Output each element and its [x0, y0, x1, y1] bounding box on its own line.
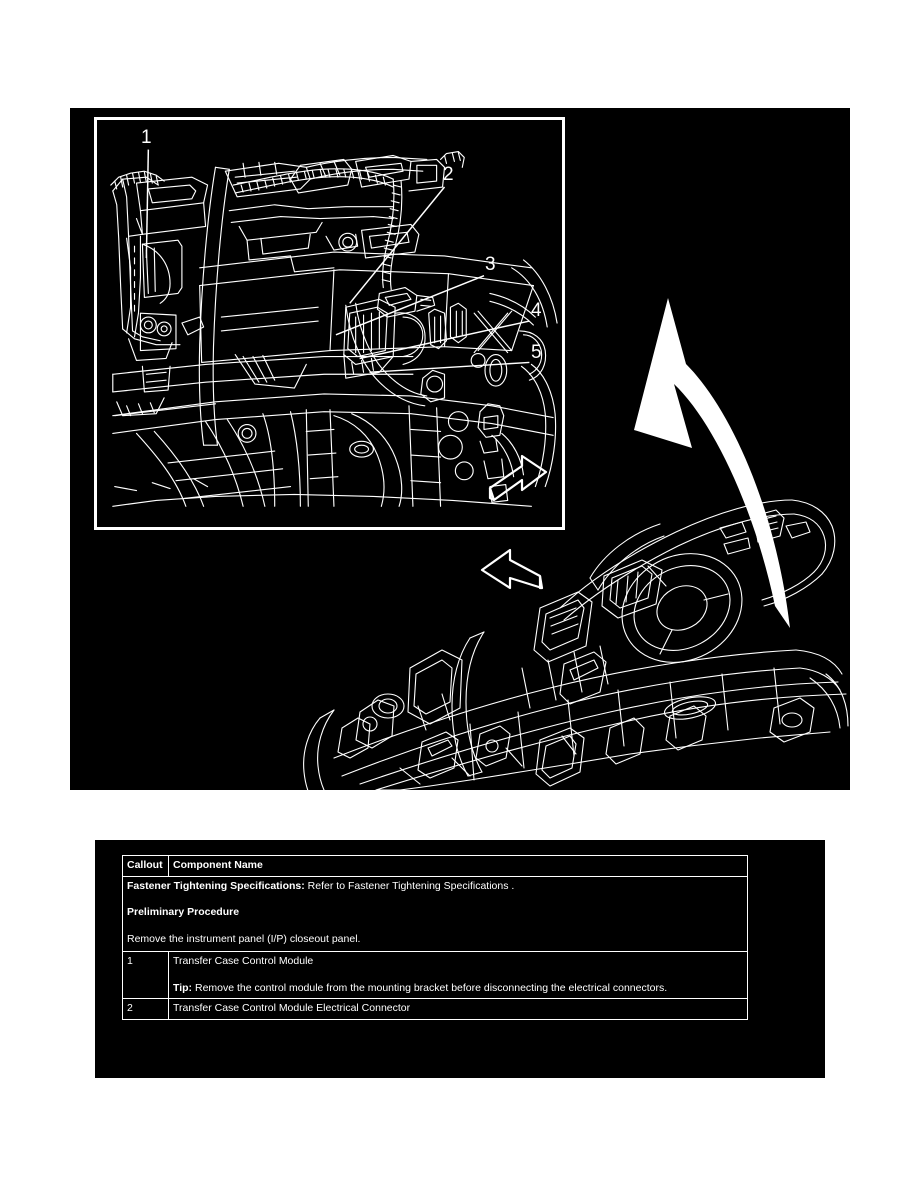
leader-line-5 — [369, 361, 530, 374]
tip-text-1: Remove the control module from the mount… — [192, 982, 668, 995]
spec-and-preliminary-cell: Fastener Tightening Specifications: Refe… — [122, 876, 748, 952]
leader-line-3 — [335, 275, 485, 336]
preliminary-procedure-heading: Preliminary Procedure — [127, 906, 240, 919]
callout-number-5: 5 — [531, 342, 542, 363]
overview-direction-arrow — [480, 548, 544, 590]
leader-line-4 — [359, 320, 530, 360]
callout-number-1: 1 — [141, 127, 152, 148]
callout-number-2: 2 — [443, 164, 454, 185]
preliminary-procedure-step: Remove the instrument panel (I/P) closeo… — [127, 932, 361, 945]
row-callout-1: 1 — [122, 950, 169, 1000]
figure-panel: 1 2 3 4 5 — [70, 108, 850, 790]
table-header-row: Callout Component Name — [122, 854, 748, 878]
table-row: Fastener Tightening Specifications: Refe… — [122, 876, 748, 952]
header-component-name: Component Name — [168, 854, 748, 878]
row-callout-2: 2 — [122, 998, 169, 1020]
callout-number-3: 3 — [485, 254, 496, 275]
component-name-1: Transfer Case Control Module — [173, 954, 314, 967]
fastener-spec-value: Refer to Fastener Tightening Specificati… — [304, 880, 515, 893]
leader-line-1 — [145, 149, 150, 258]
component-table: Callout Component Name Fastener Tighteni… — [122, 854, 748, 1020]
detail-view-box: 1 2 3 4 5 — [94, 117, 565, 530]
zoom-callout-arrow — [634, 298, 790, 628]
leader-line-2 — [349, 186, 446, 304]
component-tip-1: Tip: Remove the control module from the … — [173, 981, 743, 996]
table-row: 2 Transfer Case Control Module Electrica… — [122, 998, 748, 1020]
detail-callout-leaders — [145, 149, 530, 374]
row-name-1: Transfer Case Control Module Tip: Remove… — [168, 950, 748, 1000]
fastener-spec-label: Fastener Tightening Specifications: — [127, 880, 305, 893]
header-callout: Callout — [122, 854, 169, 878]
component-table-panel: Callout Component Name Fastener Tighteni… — [95, 840, 825, 1078]
row-name-2: Transfer Case Control Module Electrical … — [168, 998, 748, 1020]
tip-label-1: Tip: — [173, 982, 193, 995]
table-row: 1 Transfer Case Control Module Tip: Remo… — [122, 950, 748, 1000]
callout-number-4: 4 — [531, 300, 542, 321]
fastener-spec-line: Fastener Tightening Specifications: Refe… — [127, 879, 743, 894]
